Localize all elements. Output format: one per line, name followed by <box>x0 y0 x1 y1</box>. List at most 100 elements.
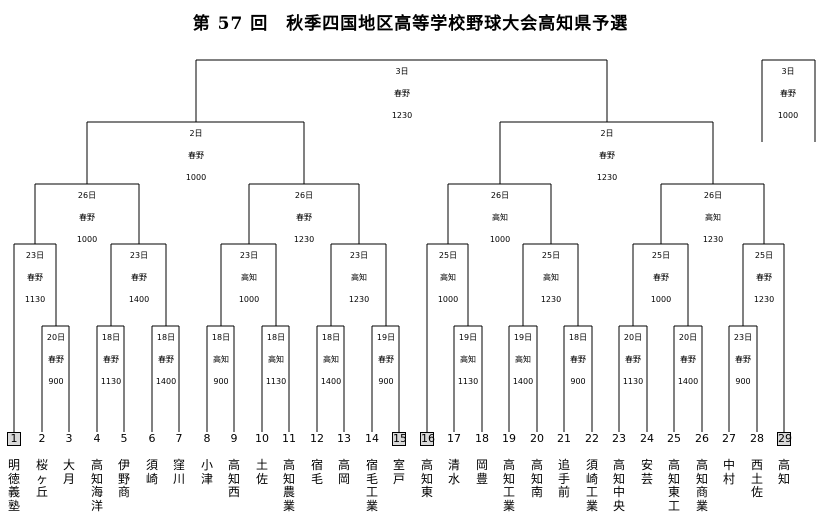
game-venue: 春野 <box>756 273 772 282</box>
game-date: 20日 <box>623 333 643 342</box>
team-number: 7 <box>175 432 183 445</box>
game-date: 26日 <box>77 191 97 200</box>
team-number: 19 <box>502 432 516 445</box>
game-date: 23日 <box>25 251 45 260</box>
team-name: 小 津 <box>200 458 226 486</box>
game-date: 26日 <box>294 191 314 200</box>
game-date: 23日 <box>349 251 369 260</box>
game-time: 1400 <box>677 377 699 386</box>
team-number: 6 <box>148 432 156 445</box>
game-date: 2日 <box>189 129 203 138</box>
game-date: 18日 <box>568 333 588 342</box>
team-name: 高知農業 <box>282 458 295 514</box>
game-time: 1230 <box>753 295 775 304</box>
team-number: 25 <box>667 432 681 445</box>
game-venue: 高知 <box>241 273 257 282</box>
game-date: 18日 <box>101 333 121 342</box>
team-name: 高知中央 <box>612 458 625 514</box>
game-info: 26日高知 1000 <box>478 190 522 245</box>
game-date: 26日 <box>490 191 510 200</box>
game-date: 23日 <box>129 251 149 260</box>
game-date: 23日 <box>239 251 259 260</box>
game-info: 25日高知 1230 <box>529 250 573 305</box>
team-name: 宿毛工業 <box>365 458 378 514</box>
team-name: 清 水 <box>447 458 473 486</box>
page-title: 第 57 回 秋季四国地区高等学校野球大会高知県予選 <box>192 14 629 34</box>
game-time: 1130 <box>622 377 644 386</box>
game-date: 20日 <box>46 333 66 342</box>
team-number: 28 <box>750 432 764 445</box>
team-name: 桜ヶ丘 <box>35 458 48 500</box>
game-time: 1230 <box>540 295 562 304</box>
team-number: 27 <box>722 432 736 445</box>
game-time: 1000 <box>185 173 207 182</box>
game-date: 25日 <box>438 251 458 260</box>
team-name: 大 月 <box>62 458 88 486</box>
team-name: 高知工業 <box>502 458 515 514</box>
team-name: 高知商業 <box>695 458 708 514</box>
team-number: 23 <box>612 432 626 445</box>
game-time: 1230 <box>702 235 724 244</box>
game-time: 900 <box>570 377 586 386</box>
game-time: 1000 <box>489 235 511 244</box>
game-date: 19日 <box>376 333 396 342</box>
game-date: 2日 <box>600 129 614 138</box>
game-venue: 高知 <box>213 355 229 364</box>
team-name: 須崎工業 <box>585 458 598 514</box>
game-venue: 高知 <box>492 213 508 222</box>
game-time: 1230 <box>348 295 370 304</box>
game-venue: 春野 <box>131 273 147 282</box>
game-venue: 高知 <box>543 273 559 282</box>
game-time: 1000 <box>238 295 260 304</box>
game-venue: 高知 <box>440 273 456 282</box>
team-number: 13 <box>337 432 351 445</box>
team-number: 9 <box>230 432 238 445</box>
game-venue: 高知 <box>268 355 284 364</box>
game-info: 23日高知 1000 <box>227 250 271 305</box>
game-date: 25日 <box>754 251 774 260</box>
game-time: 1400 <box>155 377 177 386</box>
game-date: 18日 <box>321 333 341 342</box>
team-name: 窪 川 <box>172 458 198 486</box>
team-name: 高 知 <box>777 458 803 486</box>
team-name: 伊野商 <box>117 458 130 500</box>
team-number: 11 <box>282 432 296 445</box>
team-number: 8 <box>203 432 211 445</box>
game-venue: 春野 <box>48 355 64 364</box>
team-number: 17 <box>447 432 461 445</box>
game-venue: 春野 <box>599 151 615 160</box>
game-venue: 春野 <box>158 355 174 364</box>
game-date: 25日 <box>541 251 561 260</box>
team-number: 2 <box>38 432 46 445</box>
game-date: 26日 <box>703 191 723 200</box>
game-venue: 春野 <box>680 355 696 364</box>
team-name: 中 村 <box>722 458 748 486</box>
game-time: 1400 <box>320 377 342 386</box>
game-venue: 高知 <box>515 355 531 364</box>
game-time: 900 <box>735 377 751 386</box>
team-name: 高知南 <box>530 458 543 500</box>
game-info: 25日春野 1230 <box>742 250 786 305</box>
game-time: 900 <box>378 377 394 386</box>
game-time: 1130 <box>457 377 479 386</box>
game-date: 19日 <box>513 333 533 342</box>
team-name: 高知東 <box>420 458 433 500</box>
team-name: 宿 毛 <box>310 458 336 486</box>
team-name: 土 佐 <box>255 458 281 486</box>
game-venue: 春野 <box>27 273 43 282</box>
game-date: 18日 <box>266 333 286 342</box>
